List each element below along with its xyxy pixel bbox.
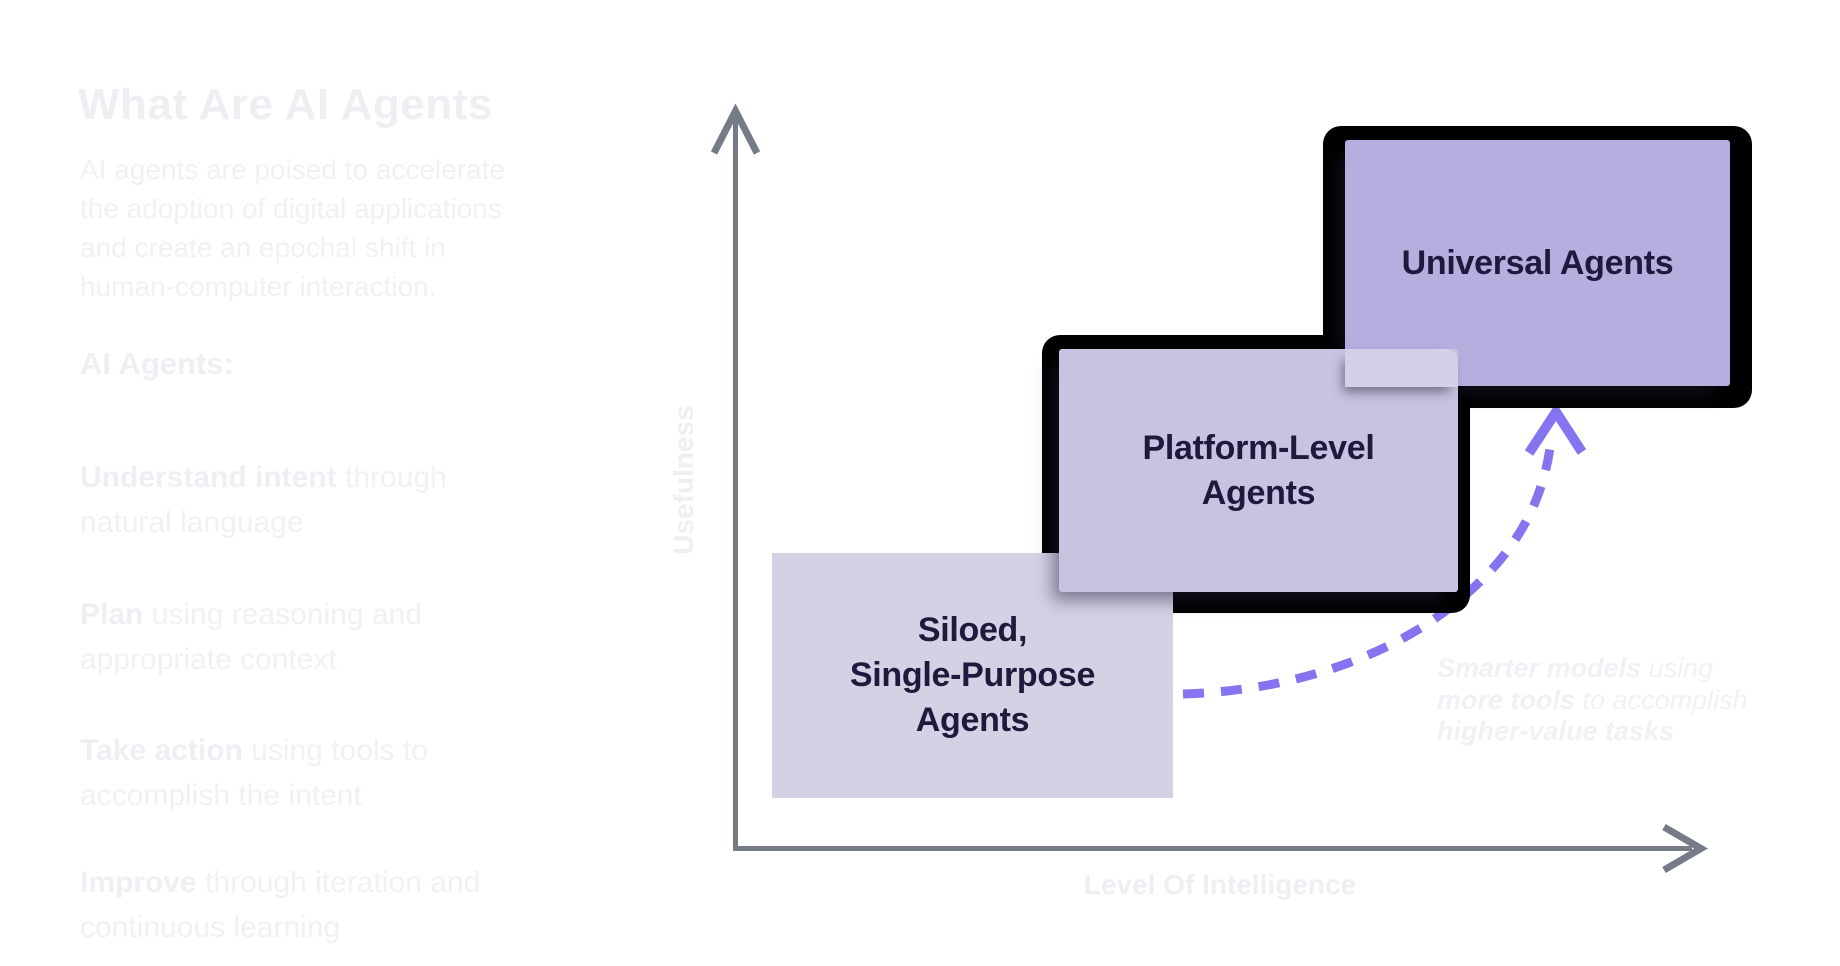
growth-arrowhead-icon xyxy=(1524,402,1587,456)
bullet-rest-text: using tools to accomplish the intent xyxy=(80,734,428,812)
page-title: What Are AI Agents xyxy=(78,80,493,130)
bullet-take-action: Take action using tools to accomplish th… xyxy=(80,683,428,818)
bullet-bold-text: Plan xyxy=(80,598,144,631)
siloed-agents-label: Siloed, Single-Purpose Agents xyxy=(849,611,1096,739)
list-heading: AI Agents: xyxy=(80,345,234,381)
box-overlap-highlight xyxy=(1345,349,1458,387)
universal-agents-label: Universal Agents xyxy=(1401,243,1674,282)
bullet-bold-text: Understand intent xyxy=(80,461,337,494)
caption-line: Smarter models using xyxy=(1437,653,1714,683)
intro-text: AI agents are poised to accelerate the a… xyxy=(80,154,505,302)
caption-line: higher-value tasks xyxy=(1437,716,1675,746)
x-axis-arrowhead-icon xyxy=(1662,823,1708,874)
x-axis-label: Level Of Intelligence xyxy=(1083,869,1357,900)
bullet-understand-intent: Understand intent through natural langua… xyxy=(80,410,447,545)
bullet-rest-text: using reasoning and appropriate context xyxy=(80,598,422,676)
platform-agents-box: Platform-Level Agents xyxy=(1059,349,1458,592)
bullet-rest-text: through natural language xyxy=(80,461,447,539)
platform-agents-label: Platform-Level Agents xyxy=(1142,428,1375,512)
bullet-bold-text: Improve xyxy=(80,866,197,899)
growth-arrow-curve xyxy=(1182,447,1555,699)
universal-agents-box: Universal Agents xyxy=(1345,140,1730,386)
siloed-agents-box: Siloed, Single-Purpose Agents xyxy=(772,553,1173,798)
bullet-bold-text: Take action xyxy=(80,734,243,767)
growth-arrow-caption: Smarter models using more tools to accom… xyxy=(1437,653,1748,748)
caption-line: more tools to accomplish xyxy=(1437,684,1748,715)
y-axis-label: Usefulness xyxy=(668,405,699,555)
bullet-rest-text: through iteration and continuous learnin… xyxy=(80,866,481,944)
y-axis-arrowhead-icon xyxy=(710,103,761,155)
bullet-plan: Plan using reasoning and appropriate con… xyxy=(80,547,422,682)
bullet-improve: Improve through iteration and continuous… xyxy=(80,815,480,950)
